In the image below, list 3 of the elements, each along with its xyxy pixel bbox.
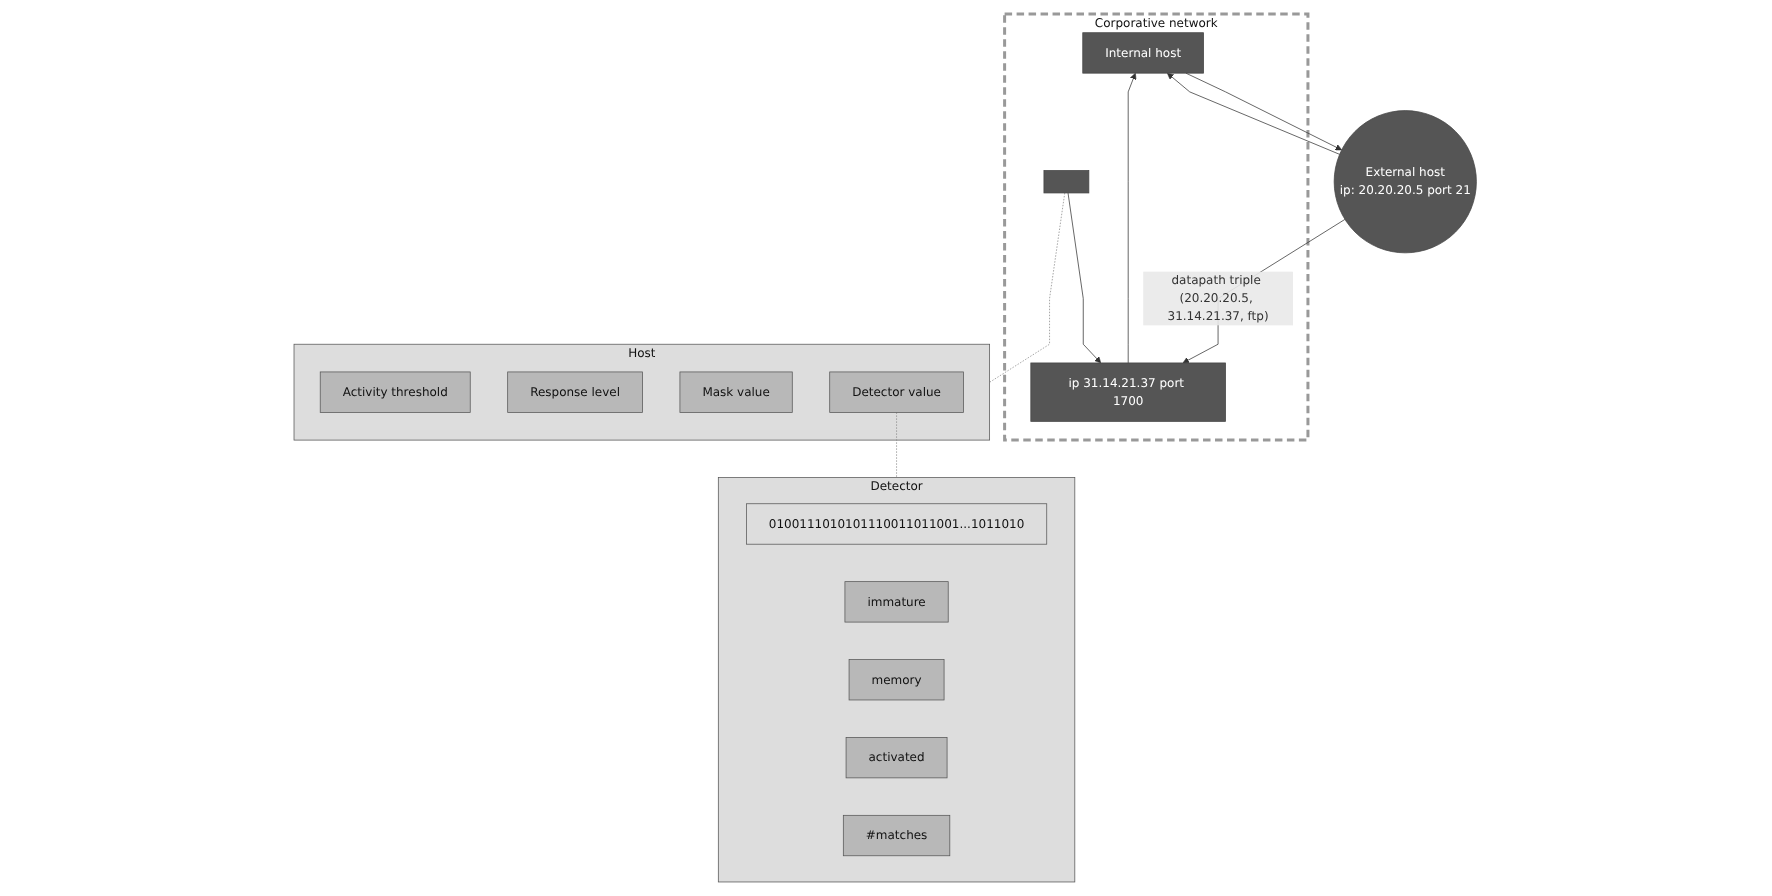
connector <box>990 192 1066 383</box>
connector <box>896 412 898 478</box>
node-box <box>1044 170 1091 194</box>
